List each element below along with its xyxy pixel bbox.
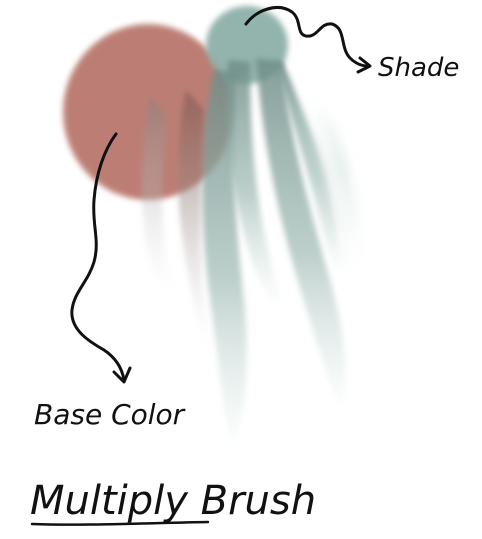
shade-label: Shade	[378, 53, 459, 83]
base-color-label: Base Color	[34, 398, 186, 431]
page-title: Multiply Brush	[30, 478, 316, 524]
